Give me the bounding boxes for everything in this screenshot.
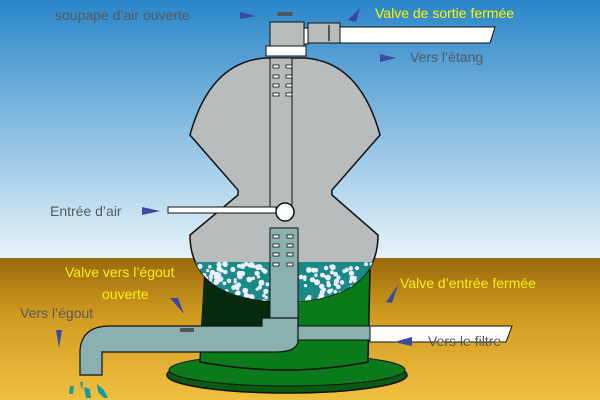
sand-bead (333, 278, 340, 284)
sand-bead (208, 264, 212, 269)
sand-bead (326, 280, 331, 285)
arrow-icon (386, 285, 398, 303)
sand-bead (320, 272, 325, 278)
air-valve-cap (277, 12, 293, 16)
sand-bead (342, 269, 347, 274)
sand-bead (236, 264, 241, 268)
sand-bead (216, 261, 222, 268)
air-inlet-pipe (167, 202, 295, 222)
sand-bead (216, 266, 222, 272)
sand-bead (222, 281, 227, 286)
sand-bead (242, 287, 249, 294)
sand-bead (254, 270, 260, 276)
lower-tube (269, 227, 299, 329)
sand-bead (298, 274, 304, 280)
label-air-valve: soupape d’air ouverte (55, 7, 190, 23)
sand-bead (314, 279, 320, 286)
label-to-drain: Vers l’égout (20, 305, 93, 321)
sand-bead (348, 270, 355, 276)
sand-bead (214, 274, 219, 279)
arrow-icon (348, 8, 360, 22)
sand-bead (237, 273, 243, 280)
sand-bead (209, 269, 216, 276)
sand-bead (323, 265, 329, 271)
sand-bead (230, 266, 236, 272)
sand-bead (306, 267, 312, 273)
label-to-pond: Vers l’étang (410, 49, 483, 65)
sand-bead (348, 266, 353, 271)
sand-bead (262, 293, 266, 298)
sand-bead (258, 279, 265, 286)
sand-bead (349, 275, 355, 281)
sand-bead (348, 280, 353, 284)
strainer-slots (272, 64, 294, 267)
label-to-filter: Vers le filtre (428, 333, 501, 349)
sand-bead (217, 276, 224, 282)
label-drain-valve-2: ouverte (102, 286, 149, 302)
sand-bead (264, 296, 268, 300)
label-drain-valve: Valve vers l’égout (65, 264, 175, 280)
sand-bead (333, 289, 338, 294)
sand-bead (246, 276, 253, 283)
sand-bead (238, 272, 242, 276)
sand-bead (311, 267, 317, 273)
sand-bead (364, 262, 368, 267)
sand-bead (354, 266, 360, 271)
sand-bead (261, 267, 266, 272)
arrow-icon (170, 298, 184, 314)
drain-pipe (79, 317, 299, 376)
sand-bead (335, 284, 341, 290)
sand-bead (304, 284, 308, 288)
sand-bead (233, 284, 239, 289)
arrow-icon (56, 330, 62, 348)
sand-bead (257, 285, 262, 290)
label-outlet-valve: Valve de sortie fermée (375, 5, 514, 21)
sand-bead (336, 275, 341, 280)
sand-bead (235, 290, 241, 296)
sand-bead (265, 282, 270, 287)
sand-bead (233, 278, 237, 282)
sand-bead (213, 280, 218, 285)
sand-bead (314, 273, 318, 278)
drain-valve-marker (180, 328, 194, 332)
sand-bead (251, 276, 256, 281)
sand-bead (309, 277, 315, 283)
sand-bead (226, 278, 232, 284)
arrows (56, 8, 412, 348)
arrow-icon (380, 54, 396, 62)
label-inlet-valve: Valve d’entrée fermée (400, 275, 536, 291)
sand-bead (256, 275, 261, 279)
sand-bead (233, 280, 237, 284)
sand-bead (303, 277, 307, 281)
sand-bead (251, 264, 256, 269)
sand-bead (324, 275, 327, 279)
multiport-valve-head (265, 12, 496, 57)
sand-bead (256, 264, 263, 270)
inlet-pipe (291, 325, 513, 343)
sand-bead (222, 261, 228, 267)
sand-bead (339, 280, 345, 285)
sand-bead (255, 287, 259, 291)
label-air-inlet: Entrée d’air (50, 203, 122, 219)
sand-bead (319, 283, 325, 290)
central-tube (269, 57, 293, 209)
sand-bead (333, 271, 338, 277)
arrow-icon (240, 12, 256, 19)
sand-bead (206, 268, 210, 273)
sand-bead (209, 276, 213, 280)
sand-bead (329, 270, 334, 275)
sand-bead (329, 264, 336, 271)
sand-bead (223, 269, 228, 275)
arrow-icon (142, 207, 160, 215)
sand-bead (327, 289, 332, 294)
sand-bead (239, 263, 246, 269)
arrow-icon (394, 337, 412, 346)
water-drops (69, 382, 108, 398)
sand-bead (263, 288, 269, 294)
